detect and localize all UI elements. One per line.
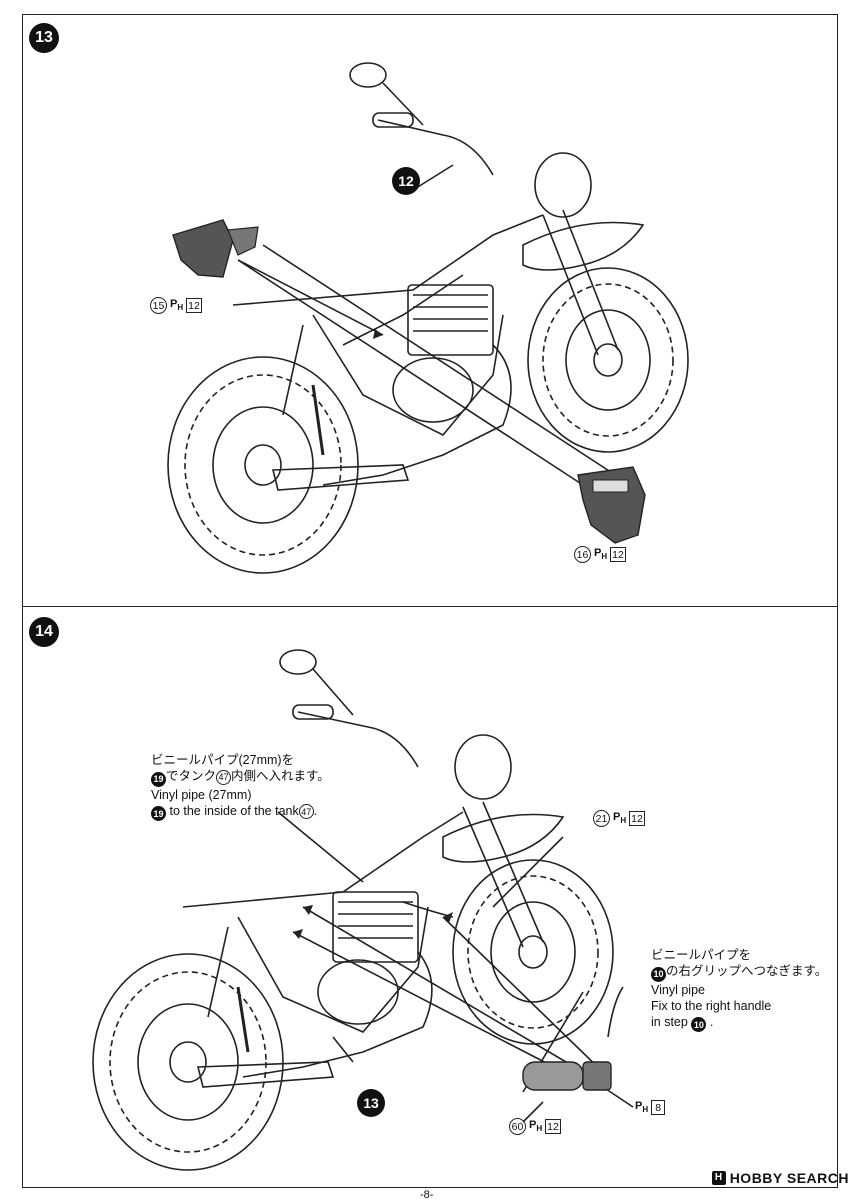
hobby-search-watermark: H HOBBY SEARCH [711, 1170, 849, 1186]
part-15-ph-tag: PH [170, 298, 184, 313]
step-14-panel: 14 [22, 606, 838, 1188]
part-60-ph-tag: PH [529, 1119, 543, 1134]
part-60-label: 60 PH 12 [509, 1118, 561, 1135]
part-ph8-label: PH 8 [635, 1100, 666, 1115]
part-60-number: 60 [509, 1118, 526, 1135]
part-16-ph-tag: PH [594, 547, 608, 562]
step-13-reference-badge: 13 [357, 1089, 385, 1117]
hobby-search-logo-icon: H [711, 1171, 726, 1185]
tank-note-en-line1: Vinyl pipe (27mm) [151, 787, 252, 802]
part-15-label: 15 PH 12 [150, 297, 202, 314]
tank-note-en-part-ref: 47 [298, 804, 314, 819]
grip-note-en-line3: in step 10 . [651, 1014, 827, 1032]
page-number: -8- [420, 1189, 434, 1201]
tank-note-en-step-ref: 19 [151, 806, 166, 821]
part-21-number: 21 [593, 810, 610, 827]
part-16-sprue: 12 [610, 547, 626, 562]
part-15-number: 15 [150, 297, 167, 314]
step-13-number: 13 [29, 23, 59, 53]
step-13-panel: 13 [22, 14, 838, 607]
part-15-sprue: 12 [186, 298, 202, 313]
grip-note-en-line1: Vinyl pipe [651, 982, 705, 997]
grip-note-jp-step-ref: 10 [651, 966, 666, 982]
brand-text: HOBBY SEARCH [729, 1170, 849, 1186]
part-21-ph-tag: PH [613, 811, 627, 826]
tank-note-jp-part-ref: 47 [216, 769, 232, 785]
grip-note-en-step-ref: 10 [691, 1017, 707, 1032]
part-ph8-ph-tag: PH [635, 1100, 649, 1115]
tank-note-jp-step-ref: 19 [151, 771, 166, 787]
part-60-sprue: 12 [545, 1119, 561, 1134]
step-14-number: 14 [29, 617, 59, 647]
step-13-motorcycle-illustration [167, 62, 689, 574]
step-14-motorcycle-illustration [92, 649, 634, 1171]
part-21-label: 21 PH 12 [593, 810, 645, 827]
step-12-reference-badge: 12 [392, 167, 420, 195]
part-ph8-sprue: 8 [651, 1100, 666, 1115]
part-21-sprue: 12 [629, 811, 645, 826]
grip-note-en-line2: Fix to the right handle [651, 998, 772, 1013]
tank-note-jp-line1: ビニールパイプ(27mm)を [151, 753, 295, 767]
part-16-number: 16 [574, 546, 591, 563]
part-16-label: 16 PH 12 [574, 546, 626, 563]
grip-note-jp-line1: ビニールパイプを [651, 948, 752, 962]
